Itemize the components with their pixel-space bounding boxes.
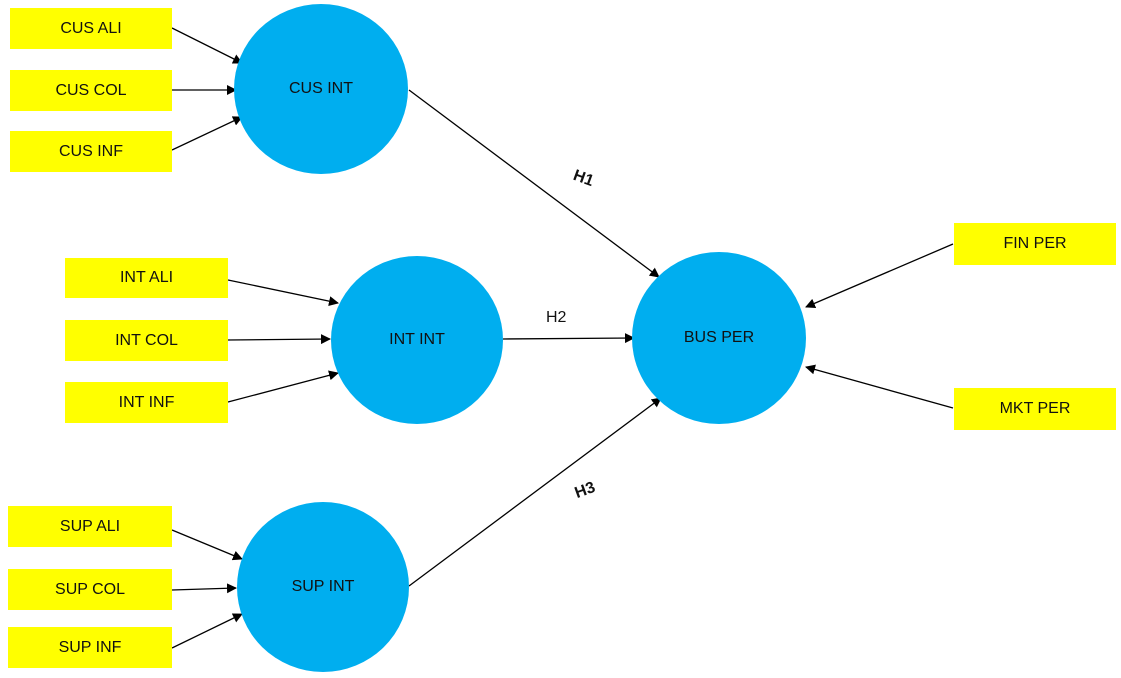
indicator-fin-per: FIN PER bbox=[954, 223, 1116, 265]
indicator-int-inf: INT INF bbox=[65, 382, 228, 423]
indicator-int-col: INT COL bbox=[65, 320, 228, 361]
arrow-sup-col-to-sup-int bbox=[171, 583, 237, 594]
construct-bus-per: BUS PER bbox=[632, 252, 806, 424]
indicator-sup-ali: SUP ALI bbox=[8, 506, 172, 547]
arrow-h3-sup-int-to-bus-per bbox=[408, 397, 662, 587]
indicator-cus-col: CUS COL bbox=[10, 70, 172, 111]
arrow-fin-per-to-bus-per bbox=[805, 243, 954, 309]
construct-sup-int: SUP INT bbox=[237, 502, 409, 672]
indicator-sup-inf: SUP INF bbox=[8, 627, 172, 668]
arrow-int-col-to-int-int bbox=[227, 334, 331, 345]
indicator-mkt-per: MKT PER bbox=[954, 388, 1116, 430]
arrow-cus-ali-to-cus-int bbox=[171, 27, 243, 64]
indicator-cus-ali: CUS ALI bbox=[10, 8, 172, 49]
arrow-mkt-per-to-bus-per bbox=[805, 364, 954, 409]
path-label-h2: H2 bbox=[546, 309, 567, 326]
indicator-cus-inf: CUS INF bbox=[10, 131, 172, 172]
arrow-int-ali-to-int-int bbox=[227, 279, 339, 307]
arrow-sup-ali-to-sup-int bbox=[171, 529, 243, 561]
arrow-h1-cus-int-to-bus-per bbox=[408, 89, 660, 278]
indicator-int-ali: INT ALI bbox=[65, 258, 228, 298]
construct-cus-int: CUS INT bbox=[234, 4, 408, 174]
indicator-sup-col: SUP COL bbox=[8, 569, 172, 610]
construct-int-int: INT INT bbox=[331, 256, 503, 424]
arrow-cus-inf-to-cus-int bbox=[171, 116, 243, 151]
arrow-sup-inf-to-sup-int bbox=[171, 613, 243, 649]
arrow-int-inf-to-int-int bbox=[227, 370, 339, 403]
arrow-h2-int-int-to-bus-per bbox=[502, 333, 635, 344]
